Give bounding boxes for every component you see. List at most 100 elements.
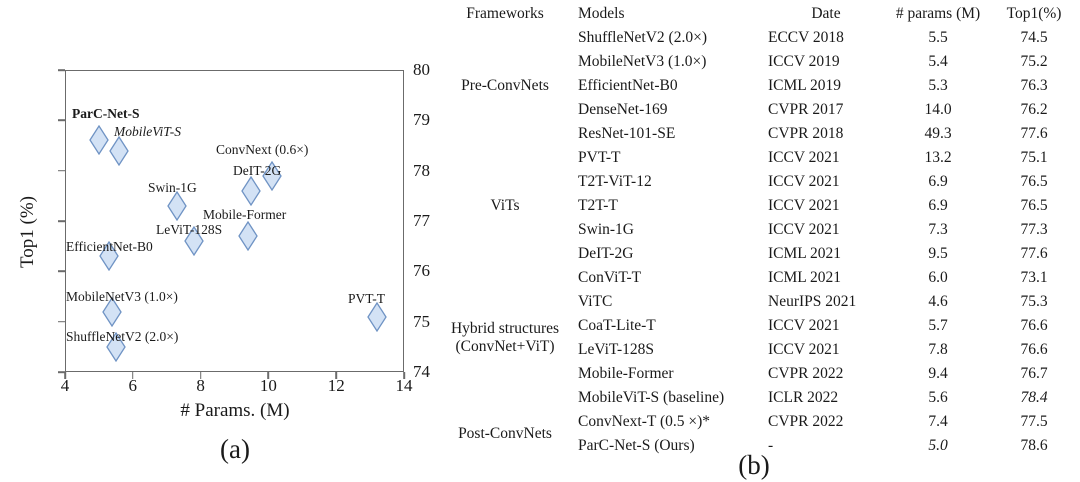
column-header-date: Date (811, 5, 841, 22)
data-point-label: Mobile-Former (203, 207, 287, 222)
framework-group-label: ViTs (490, 197, 520, 215)
cell-top1: 76.5 (1020, 173, 1048, 190)
cell-model: T2T-T (578, 197, 618, 214)
cell-params: 14.0 (924, 101, 952, 118)
cell-top1: 78.6 (1020, 437, 1048, 454)
cell-top1: 75.1 (1020, 149, 1048, 166)
cell-date: CVPR 2022 (768, 365, 844, 382)
data-point-label: Swin-1G (148, 180, 197, 195)
table-row: Swin-1G ICCV 2021 7.3 77.3 (432, 218, 1076, 242)
cell-date: ICCV 2021 (768, 173, 840, 190)
cell-top1: 76.6 (1020, 341, 1048, 358)
cell-params: 5.7 (928, 317, 948, 334)
table-row: MobileViT-S (baseline) ICLR 2022 5.6 78.4 (432, 386, 1076, 410)
cell-date: ICCV 2021 (768, 197, 840, 214)
cell-date: ICLR 2022 (768, 389, 839, 406)
y-tick-mark (58, 169, 65, 172)
cell-top1: 76.7 (1020, 365, 1048, 382)
column-header-top1: Top1(%) (1006, 5, 1062, 22)
cell-date: ICCV 2021 (768, 149, 840, 166)
data-point-label: ShuffleNetV2 (2.0×) (66, 329, 179, 344)
cell-date: ECCV 2018 (768, 29, 844, 46)
y-tick-label: 75 (413, 311, 430, 331)
x-tick-label: 8 (196, 376, 205, 395)
data-point-label: MobileNetV3 (1.0×) (66, 289, 178, 304)
cell-model: ShuffleNetV2 (2.0×) (578, 29, 707, 46)
cell-params: 7.8 (928, 341, 948, 358)
cell-date: CVPR 2022 (768, 413, 844, 430)
results-table-panel: Frameworks Models Date # params (M) Top1… (432, 0, 1080, 482)
cell-top1: 75.2 (1020, 53, 1048, 70)
cell-date: - (768, 437, 774, 454)
y-tick-mark (58, 69, 65, 71)
cell-date: CVPR 2017 (768, 101, 844, 118)
cell-top1: 76.5 (1020, 197, 1048, 214)
cell-params: 7.4 (928, 413, 948, 430)
cell-model: EfficientNet-B0 (578, 77, 678, 94)
x-tick-mark (199, 372, 202, 379)
cell-top1: 78.4 (1020, 389, 1048, 406)
x-tick-label: 6 (128, 376, 138, 395)
cell-date: NeurIPS 2021 (768, 293, 857, 310)
y-tick-label: 79 (413, 110, 430, 130)
cell-model: DeIT-2G (578, 245, 634, 262)
cell-top1: 73.1 (1020, 269, 1048, 286)
cell-model: MobileNetV3 (1.0×) (578, 53, 707, 70)
data-point-label: MobileViT-S (114, 124, 181, 139)
cell-params: 6.9 (928, 173, 948, 190)
cell-top1: 76.2 (1020, 101, 1048, 118)
cell-params: 5.6 (928, 389, 948, 406)
cell-params: 49.3 (924, 125, 952, 142)
cell-model: ResNet-101-SE (578, 125, 676, 142)
cell-date: ICML 2021 (768, 245, 842, 262)
cell-top1: 76.6 (1020, 317, 1048, 334)
x-tick-mark (132, 372, 134, 379)
y-tick-label: 80 (413, 60, 430, 79)
cell-model: ConViT-T (578, 269, 642, 286)
data-point-label: EfficientNet-B0 (66, 239, 153, 254)
cell-date: ICML 2019 (768, 77, 842, 94)
cell-params: 6.9 (928, 197, 948, 214)
cell-model: MobileViT-S (baseline) (578, 389, 725, 406)
table-header-row: Frameworks Models Date # params (M) Top1… (432, 2, 1076, 26)
x-tick-mark (403, 372, 405, 379)
table-head: Frameworks Models Date # params (M) Top1… (432, 2, 1076, 26)
cell-top1: 77.5 (1020, 413, 1048, 430)
x-tick-mark (267, 372, 270, 379)
x-tick-label: 10 (259, 376, 277, 395)
cell-params: 4.6 (928, 293, 948, 310)
cell-model: ParC-Net-S (Ours) (578, 437, 695, 454)
cell-params: 6.0 (928, 269, 948, 286)
cell-model: LeViT-128S (578, 341, 654, 358)
cell-params: 7.3 (928, 221, 948, 238)
cell-model: T2T-ViT-12 (578, 173, 652, 190)
data-point-label: ConvNext (0.6×) (216, 142, 309, 157)
caption-b: (b) (738, 450, 770, 480)
cell-top1: 76.3 (1020, 77, 1048, 94)
x-tick-label: 12 (327, 376, 345, 395)
cell-model: ConvNext-T (0.5 ×)* (578, 413, 711, 430)
cell-date: ICCV 2021 (768, 221, 840, 238)
cell-params: 9.5 (928, 245, 948, 262)
cell-params: 5.4 (928, 53, 948, 70)
cell-date: ICML 2021 (768, 269, 842, 286)
table-row: T2T-ViT-12 ICCV 2021 6.9 76.5 (432, 170, 1076, 194)
cell-top1: 77.3 (1020, 221, 1048, 238)
cell-params: 5.3 (928, 77, 948, 94)
plot-area (65, 70, 404, 372)
x-tick-mark (335, 372, 337, 379)
y-tick-label: 74 (413, 362, 430, 381)
y-tick-mark (58, 119, 65, 122)
data-point-label: ParC-Net-S (72, 106, 140, 121)
cell-model: Mobile-Former (578, 365, 674, 382)
cell-params: 13.2 (924, 149, 952, 166)
cell-model: Swin-1G (578, 221, 634, 238)
y-tick-label: 78 (413, 160, 430, 180)
